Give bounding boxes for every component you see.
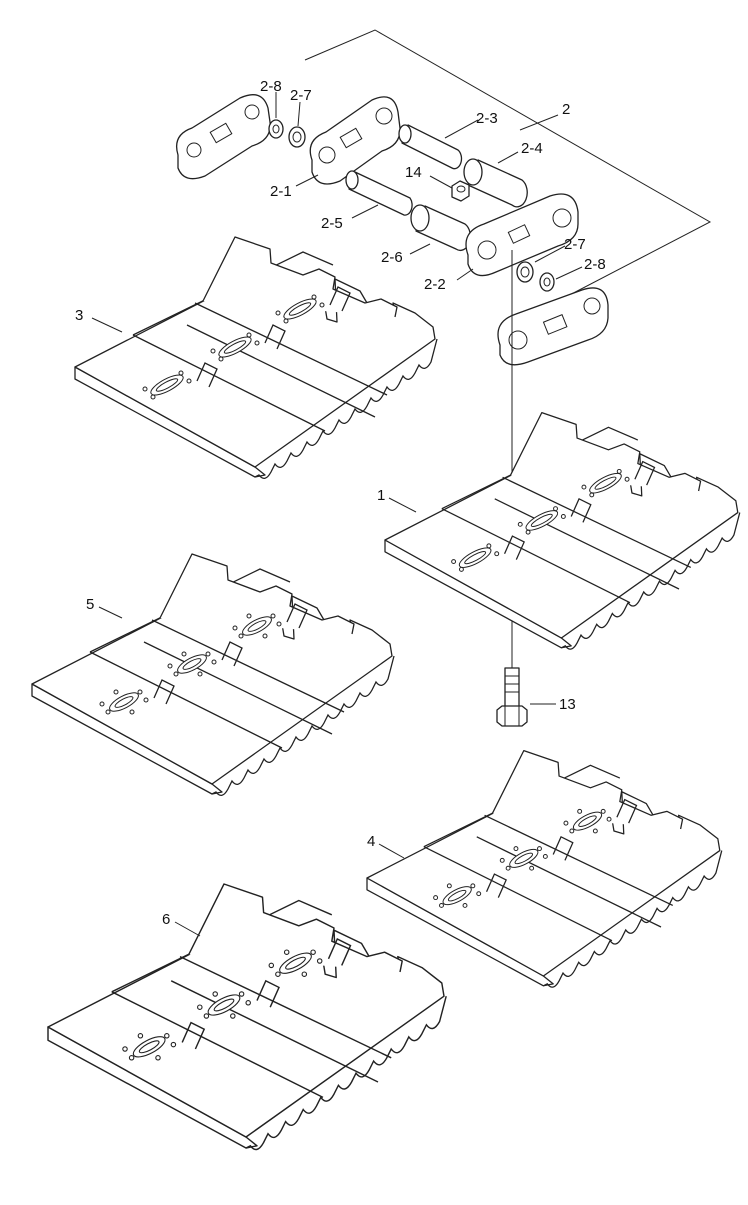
callout-5: 5: [86, 596, 94, 613]
pin-2-5: [345, 170, 413, 216]
pin-2-3: [398, 124, 463, 170]
callout-1: 1: [377, 487, 385, 504]
callout-2-8-right: 2-8: [584, 256, 606, 273]
washer-2-7-right: [516, 261, 534, 283]
callout-2-3: 2-3: [476, 110, 498, 127]
callout-13: 13: [559, 696, 576, 713]
link-2-2: [465, 193, 579, 277]
bushing-2-6: [410, 204, 471, 252]
callouts: 2 2-1 2-2 2-3 2-4 2-5 2-6 2-7 2-7 2-8 2-…: [75, 78, 606, 928]
callout-2-6: 2-6: [381, 249, 403, 266]
bushing-2-4: [463, 158, 528, 208]
track-shoe-6: [47, 883, 447, 1151]
callout-2-4: 2-4: [521, 140, 543, 157]
callout-4: 4: [367, 833, 375, 850]
callout-2-2: 2-2: [424, 276, 446, 293]
assembly-2-bracket: [304, 29, 712, 301]
callout-2: 2: [562, 101, 570, 118]
callout-2-1: 2-1: [270, 183, 292, 200]
link-2-1: [309, 96, 401, 185]
link-2-8-right: [497, 287, 609, 366]
washer-2-7: [288, 126, 306, 148]
callout-6: 6: [162, 911, 170, 928]
track-shoe-5: [31, 553, 395, 796]
bolt-13: [496, 667, 528, 727]
callout-2-5: 2-5: [321, 215, 343, 232]
callout-2-8-left: 2-8: [260, 78, 282, 95]
washer-2-8-right: [539, 272, 555, 292]
leader-lines: [91, 92, 583, 937]
track-shoe-4: [366, 749, 723, 988]
track-shoe-3: [74, 236, 438, 479]
callout-2-7-right: 2-7: [564, 236, 586, 253]
track-shoe-1: [384, 411, 741, 650]
callout-2-7-left: 2-7: [290, 87, 312, 104]
nut-14: [451, 180, 470, 202]
callout-14: 14: [405, 164, 422, 181]
washer-2-8: [268, 119, 284, 139]
callout-3: 3: [75, 307, 83, 324]
link-2-8-left: [175, 94, 271, 180]
